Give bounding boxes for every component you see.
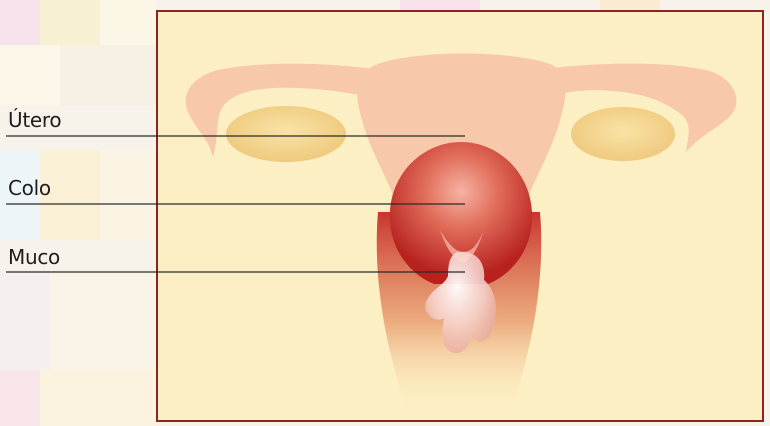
right-ovary [571, 107, 675, 161]
illustration-panel [156, 10, 764, 422]
label-colo: Colo [8, 176, 51, 200]
label-muco: Muco [8, 245, 60, 269]
uterus-illustration [158, 12, 764, 422]
left-ovary [226, 106, 346, 162]
label-utero: Útero [8, 108, 61, 132]
